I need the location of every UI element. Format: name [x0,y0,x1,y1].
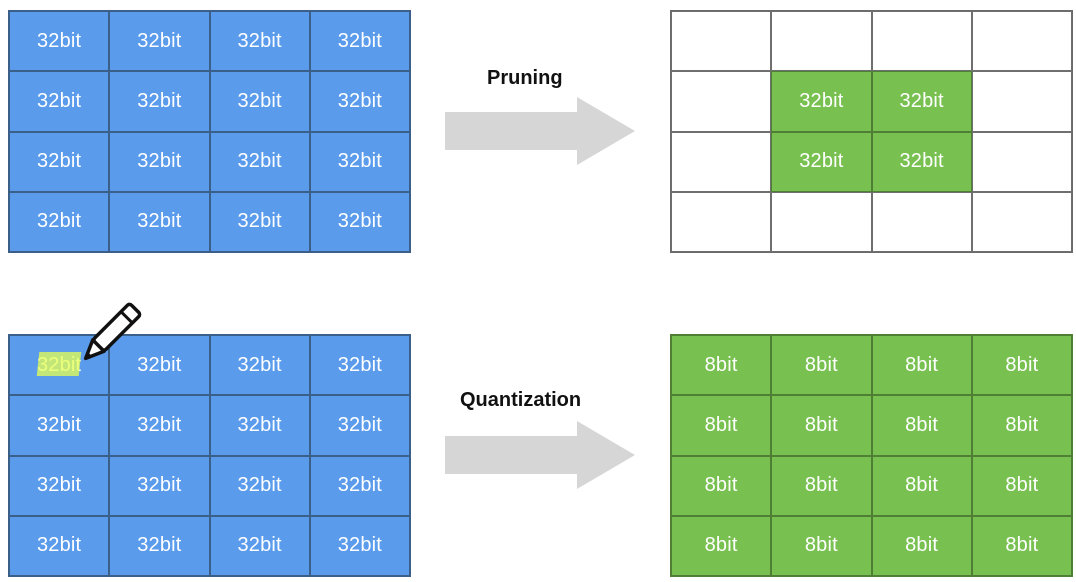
matrix-cell: 32bit [309,335,410,396]
matrix-cell: 32bit [109,11,210,72]
matrix-cell: 8bit [871,515,972,576]
matrix-cell: 32bit [109,455,210,516]
matrix-cell: 32bit [309,71,410,132]
matrix-cell: 32bit [109,71,210,132]
pruning-before-matrix: 32bit 32bit 32bit 32bit 32bit 32bit 32bi… [8,10,411,253]
matrix-cell: 8bit [971,395,1072,456]
matrix-cell: 32bit [309,395,410,456]
matrix-cell: 8bit [671,455,772,516]
matrix-cell: 32bit [209,131,310,192]
matrix-cell: 32bit [871,131,972,192]
matrix-cell: 32bit [771,71,872,132]
matrix-cell: 32bit [109,395,210,456]
matrix-cell: 32bit [209,395,310,456]
matrix-cell [771,11,872,72]
matrix-cell: 32bit [309,455,410,516]
matrix-cell: 32bit [209,455,310,516]
matrix-cell: 32bit [109,335,210,396]
matrix-cell: 8bit [971,335,1072,396]
right-arrow-icon [445,421,635,489]
matrix-cell: 8bit [871,455,972,516]
matrix-cell: 8bit [971,455,1072,516]
matrix-cell: 8bit [771,515,872,576]
matrix-cell [671,11,772,72]
pruning-label: Pruning [487,67,563,89]
matrix-cell: 8bit [871,335,972,396]
matrix-cell: 32bit [9,131,110,192]
matrix-cell: 8bit [771,335,872,396]
matrix-cell: 32bit [9,71,110,132]
matrix-cell: 32bit [309,131,410,192]
matrix-cell: 8bit [771,455,872,516]
quantization-after-matrix: 8bit 8bit 8bit 8bit 8bit 8bit 8bit 8bit … [670,334,1073,577]
matrix-cell [771,191,872,252]
matrix-cell: 32bit [309,515,410,576]
matrix-cell [971,11,1072,72]
matrix-cell: 8bit [971,515,1072,576]
matrix-cell: 32bit [309,11,410,72]
matrix-cell: 32bit [209,515,310,576]
matrix-cell: 32bit [309,191,410,252]
matrix-cell [971,71,1072,132]
matrix-cell: 32bit [771,131,872,192]
matrix-cell: 32bit [9,11,110,72]
right-arrow-icon [445,97,635,165]
matrix-cell: 8bit [671,515,772,576]
matrix-cell: 32bit [209,11,310,72]
matrix-cell: 32bit [9,191,110,252]
matrix-cell: 8bit [671,335,772,396]
quantization-label: Quantization [460,389,582,411]
quantization-before-matrix: 32bit 32bit 32bit 32bit 32bit 32bit 32bi… [8,334,411,577]
matrix-cell [871,11,972,72]
matrix-cell: 8bit [871,395,972,456]
pencil-icon[interactable] [70,296,148,374]
matrix-cell: 32bit [209,71,310,132]
pruning-after-matrix: 32bit 32bit 32bit 32bit [670,10,1073,253]
matrix-cell [671,71,772,132]
matrix-cell: 32bit [9,455,110,516]
matrix-cell: 32bit [209,335,310,396]
matrix-cell [871,191,972,252]
matrix-cell: 32bit [109,131,210,192]
matrix-cell [971,131,1072,192]
matrix-cell: 8bit [771,395,872,456]
matrix-cell: 32bit [9,395,110,456]
matrix-cell: 32bit [209,191,310,252]
matrix-cell: 32bit [9,515,110,576]
matrix-cell: 32bit [109,191,210,252]
matrix-cell [671,191,772,252]
matrix-cell [971,191,1072,252]
matrix-cell: 32bit [871,71,972,132]
matrix-cell [671,131,772,192]
matrix-cell: 32bit [109,515,210,576]
matrix-cell: 8bit [671,395,772,456]
